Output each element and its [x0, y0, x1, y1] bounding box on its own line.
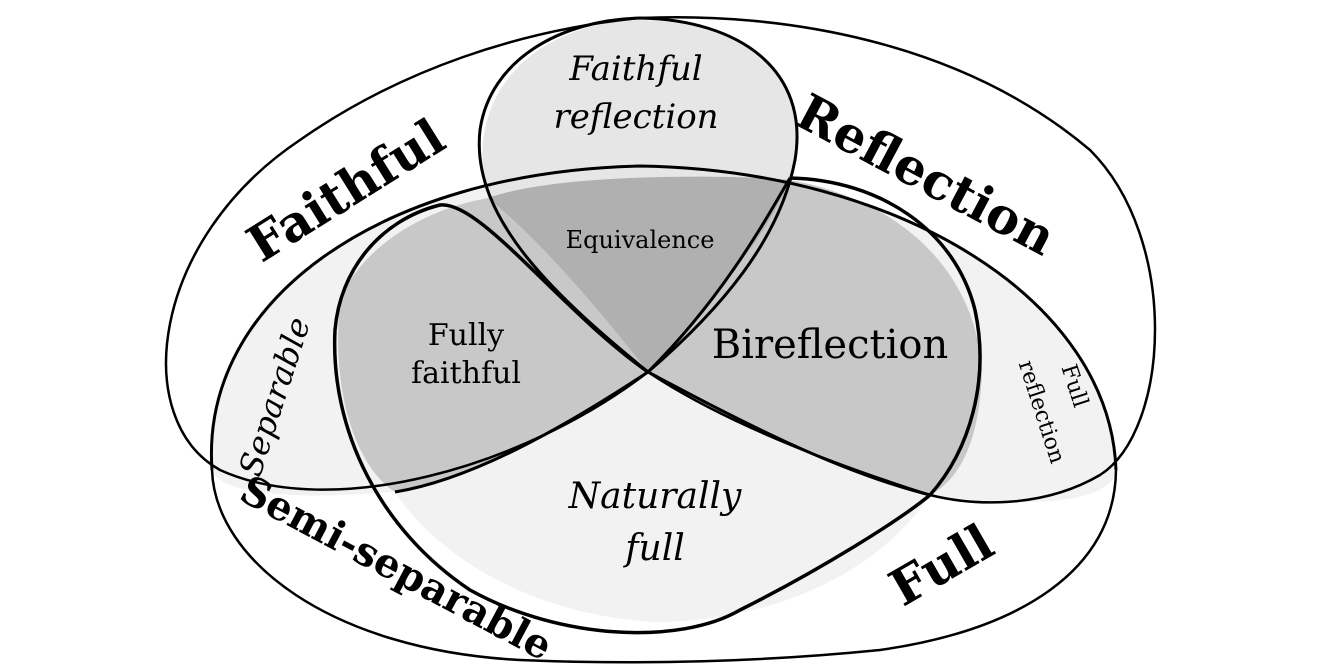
semi-separable-outline: [210, 469, 1118, 664]
label-fully-faithful-2: faithful: [411, 356, 521, 391]
fully-faithful-outline: [332, 176, 982, 635]
separable-outline: [209, 164, 1118, 471]
equivalence-region: [488, 176, 790, 372]
naturally-full-region: [395, 372, 930, 622]
label-naturally-full-1: Naturally: [568, 476, 742, 517]
faithful-reflection-region: [482, 20, 798, 198]
label-fully-faithful-1: Fully: [428, 318, 504, 353]
label-naturally-full-2: full: [622, 528, 685, 569]
bireflection-outline: [394, 177, 931, 497]
outlines: [164, 15, 1157, 664]
label-faithful-reflection-1: Faithful: [568, 49, 702, 89]
label-equivalence: Equivalence: [566, 226, 715, 254]
faithful-reflection-outline: [477, 16, 799, 374]
region-fills: [211, 20, 1117, 622]
label-bireflection: Bireflection: [712, 322, 948, 368]
label-faithful-reflection-2: reflection: [553, 97, 718, 137]
